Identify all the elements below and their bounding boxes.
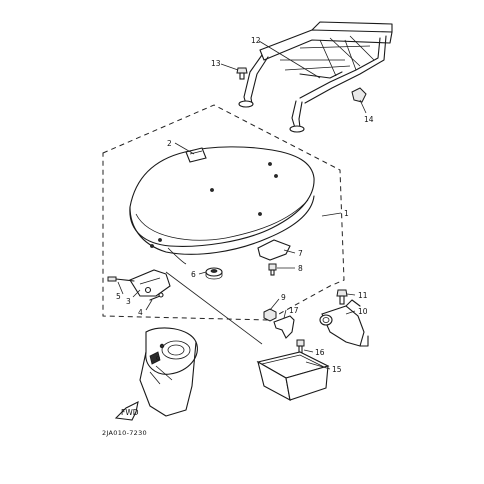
fwd-label: FWD	[121, 408, 139, 417]
bracket-bolt	[107, 276, 135, 282]
callout-2: 2	[167, 139, 172, 148]
seat-lock	[319, 299, 369, 347]
rear-bracket-screw	[268, 263, 277, 276]
callout-10: 10	[358, 307, 368, 316]
callout-9: 9	[281, 293, 286, 302]
lock-bolt	[336, 289, 348, 305]
callout-11: 11	[358, 291, 368, 300]
leader-lines	[117, 40, 367, 370]
seat-damper	[205, 267, 223, 280]
callout-6: 6	[191, 270, 196, 279]
storage-box	[256, 351, 330, 402]
callout-12: 12	[251, 36, 261, 45]
callout-15: 15	[332, 365, 342, 374]
fwd-arrow-icon: FWD	[114, 401, 139, 421]
carrier-bolt	[236, 67, 248, 80]
lock-stay	[273, 315, 295, 339]
seat-emblem	[185, 147, 207, 163]
bracket-pin	[149, 292, 164, 301]
callout-1: 1	[344, 209, 349, 218]
assembly-dashed-outline	[102, 104, 345, 321]
callout-16: 16	[315, 348, 325, 357]
callout-7: 7	[298, 249, 303, 258]
box-screw	[296, 339, 305, 355]
callout-17: 17	[289, 306, 299, 315]
callout-14: 14	[364, 115, 374, 124]
callout-8: 8	[298, 264, 303, 273]
seat	[129, 146, 315, 265]
callout-labels: 1 2 3 4 5 6 7 8 9 10 11 12 13 14 15 16 1…	[116, 36, 374, 374]
rear-carrier	[238, 21, 393, 133]
callout-5: 5	[116, 292, 121, 301]
carrier-end-cap	[351, 87, 367, 103]
diagram-code: 2JA010-7230	[102, 429, 147, 437]
callout-4: 4	[138, 308, 143, 317]
front-bracket	[129, 269, 171, 297]
callout-3: 3	[126, 297, 131, 306]
rear-bracket	[257, 239, 291, 261]
callout-13: 13	[211, 59, 221, 68]
lock-nut	[263, 308, 277, 322]
frame-section	[139, 327, 198, 417]
